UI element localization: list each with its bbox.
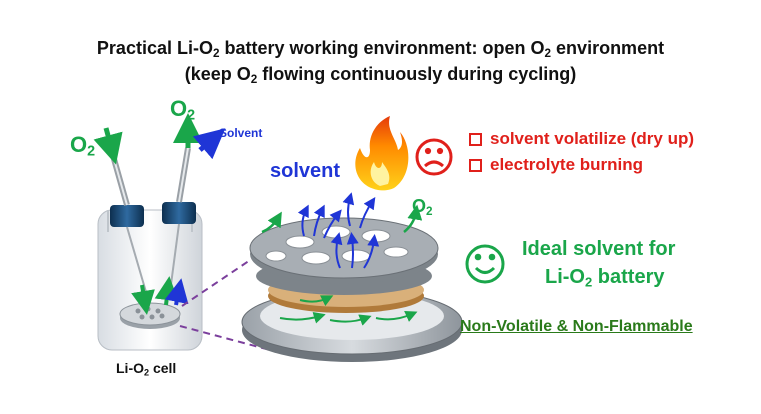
solvent-outlet-arrow xyxy=(192,128,226,160)
title-line-1: Practical Li-O2 battery working environm… xyxy=(96,38,665,60)
solvent-outlet-label: Solvent xyxy=(219,126,263,140)
cell-label: Li-O2 cell xyxy=(116,360,177,378)
o2-inlet-arrow xyxy=(93,127,123,165)
title-line-2: (keep O2 flowing continuously during cyc… xyxy=(184,64,577,86)
ideal-line-1: Ideal solvent for xyxy=(522,238,676,260)
ideal-property: Non-Volatile & Non-Flammable xyxy=(460,318,693,335)
happy-face-icon xyxy=(465,244,505,284)
problem-checkbox-2 xyxy=(469,159,482,172)
problem-solvent-volatilize: solvent volatilize (dry up) xyxy=(490,129,695,148)
flame-icon xyxy=(355,116,409,191)
stack-solvent-label: solvent xyxy=(270,160,341,182)
sad-face-icon xyxy=(415,138,453,176)
o2-outlet-label: O2 xyxy=(170,96,196,124)
ideal-line-2: Li-O2 battery xyxy=(545,266,665,290)
stack-o2-label: O2 xyxy=(412,196,433,218)
problem-checkbox-1 xyxy=(469,133,482,146)
problem-electrolyte-burning: electrolyte burning xyxy=(490,155,644,174)
zoom-line-bottom xyxy=(179,325,271,351)
battery-stack-illustration xyxy=(241,192,463,362)
o2-inlet-label: O2 xyxy=(70,132,96,160)
li-o2-cell-illustration xyxy=(97,147,203,351)
